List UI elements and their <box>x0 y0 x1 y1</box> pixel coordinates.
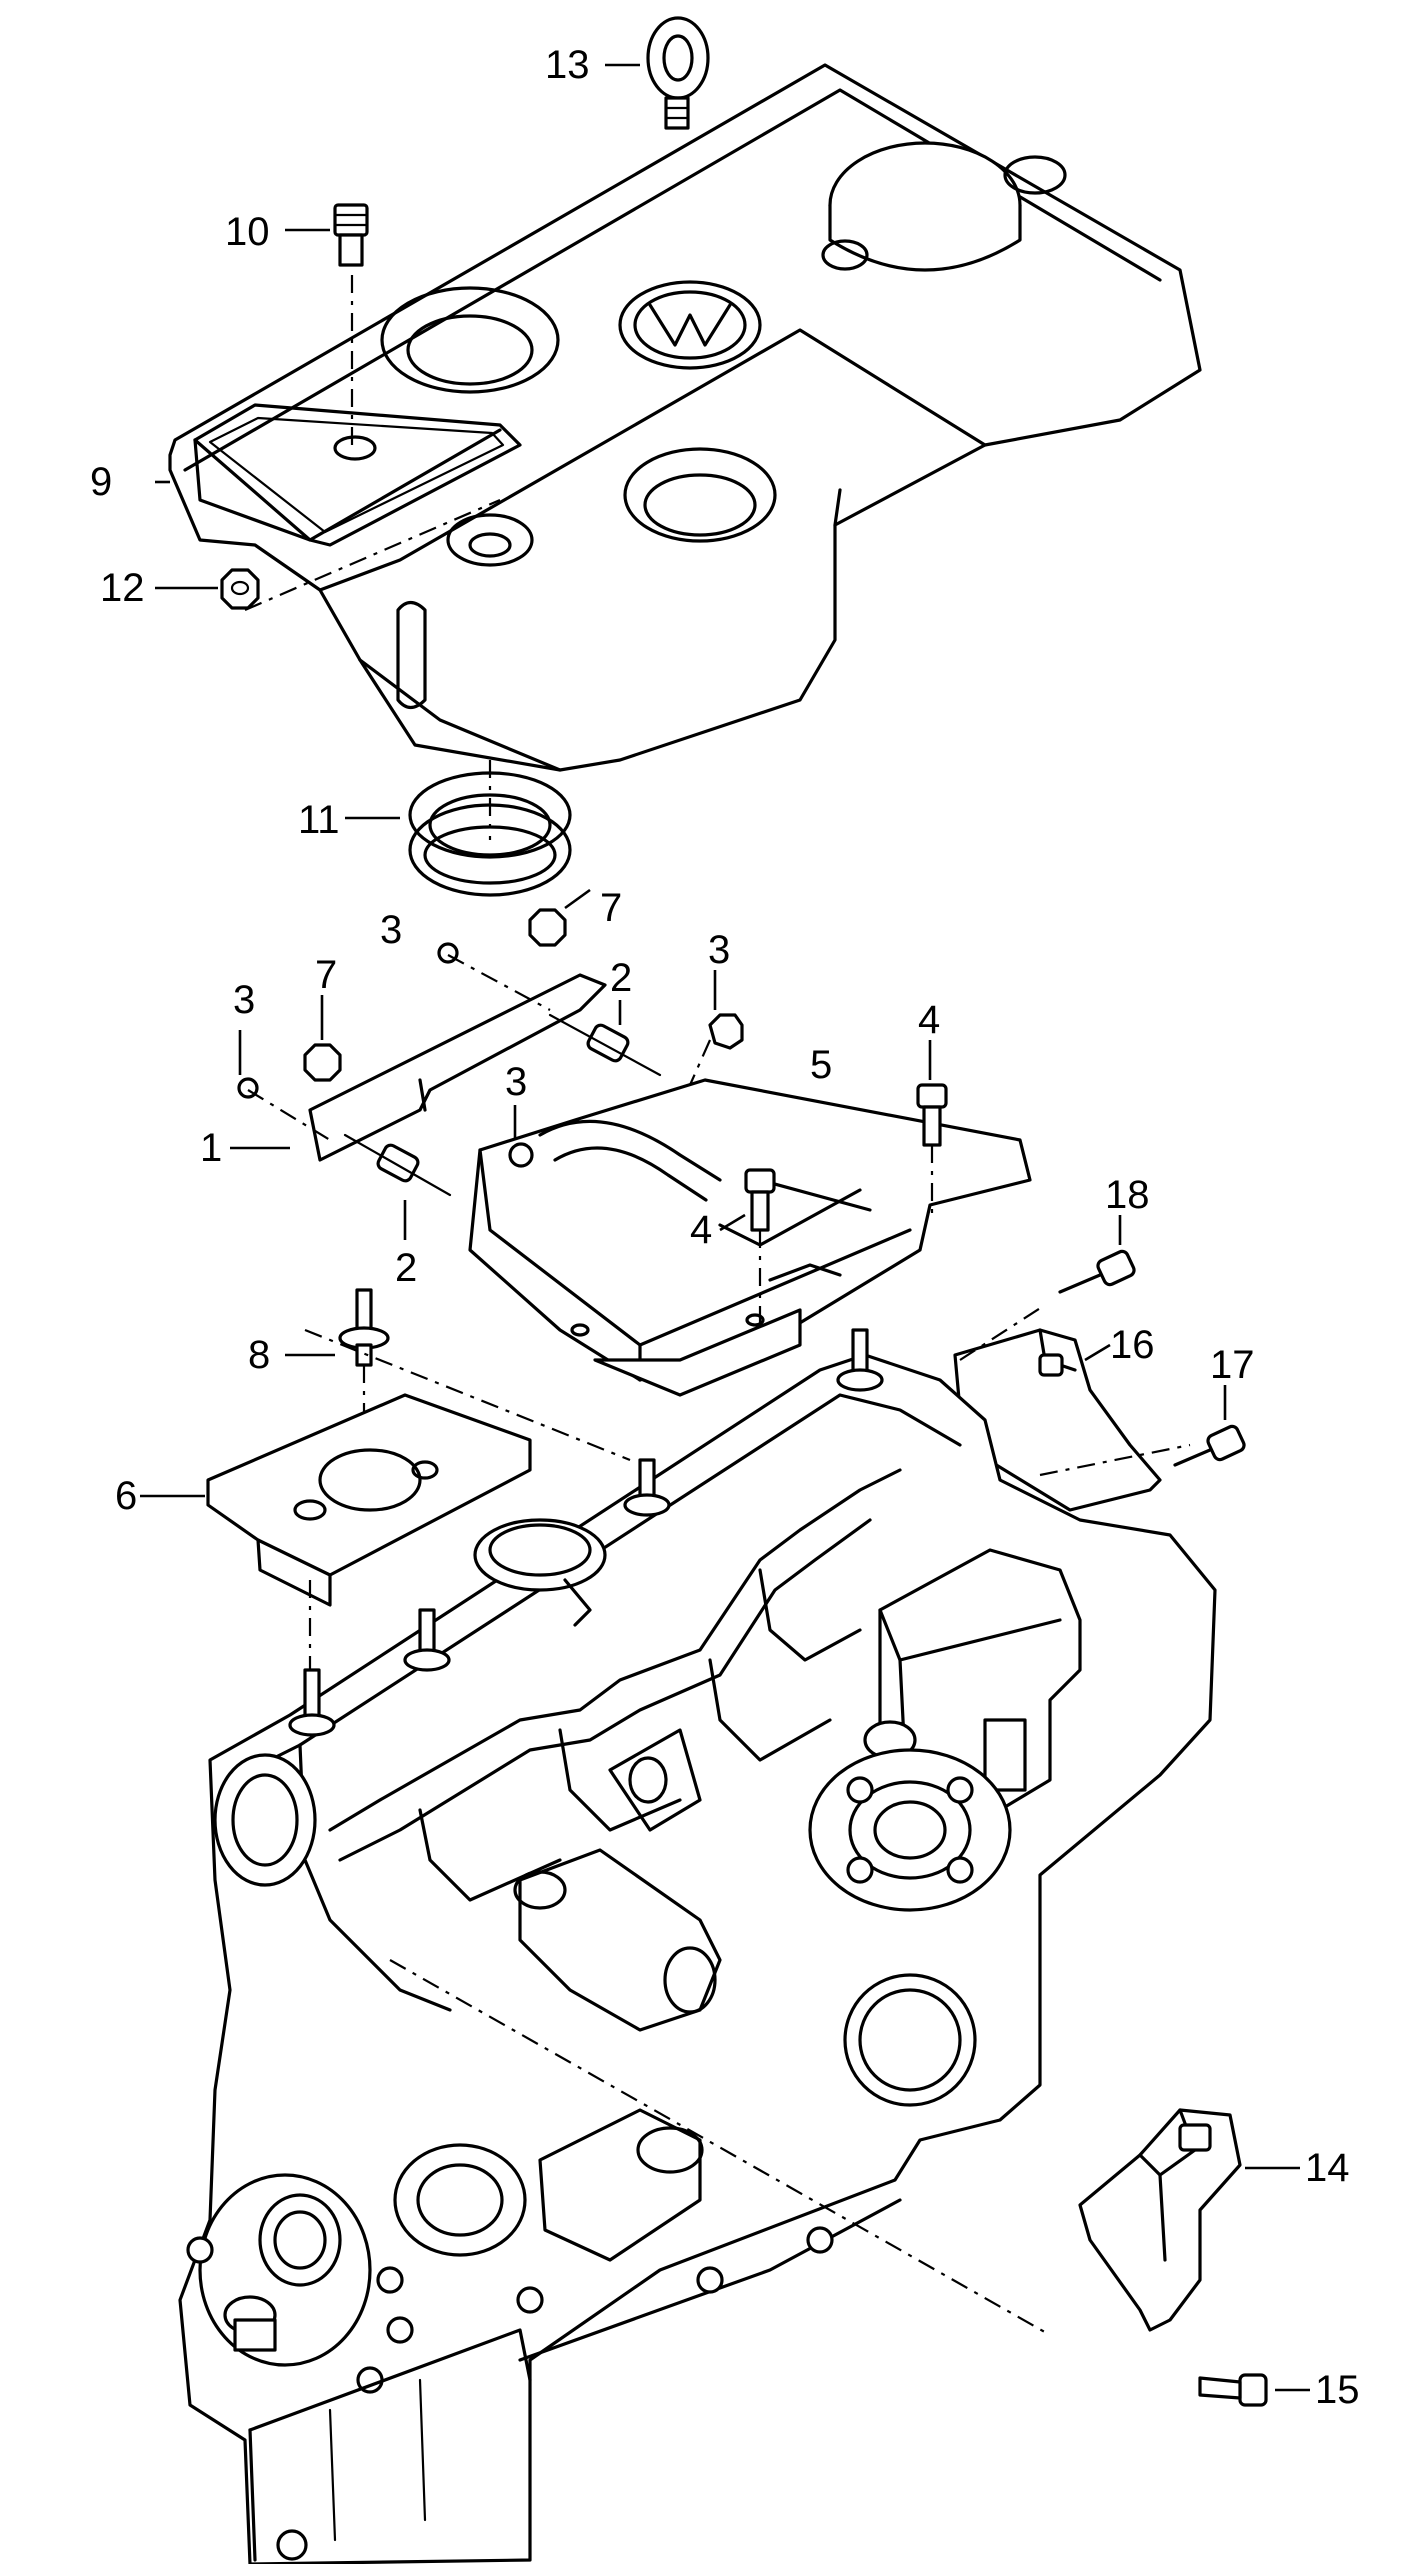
callout-3-left: 3 <box>233 978 256 1022</box>
callout-16: 16 <box>1110 1323 1155 1367</box>
callout-11: 11 <box>298 798 340 842</box>
callout-3-right: 3 <box>708 928 731 972</box>
callout-5: 5 <box>810 1043 833 1087</box>
part-1-plate <box>230 973 607 1162</box>
engine-block <box>178 1328 1217 2566</box>
part-2-mounts <box>343 1000 662 1240</box>
part-18-bolt <box>1058 1215 1136 1294</box>
callout-18: 18 <box>1105 1173 1150 1217</box>
hose <box>538 1119 722 1202</box>
part-12-nut <box>155 498 501 612</box>
callout-4-top: 4 <box>918 998 941 1042</box>
callout-14: 14 <box>1305 2146 1350 2190</box>
callout-3-mid: 3 <box>505 1060 528 1104</box>
callout-3-top: 3 <box>380 908 403 952</box>
part-17-bolt <box>1173 1385 1246 1467</box>
part-6-gasket <box>140 1393 532 1680</box>
callout-7-top: 7 <box>600 886 623 930</box>
callout-6: 6 <box>115 1474 138 1518</box>
callout-15: 15 <box>1315 2368 1360 2412</box>
callout-2-top: 2 <box>610 956 633 1000</box>
part-7-nuts <box>303 888 591 1082</box>
callout-13: 13 <box>545 43 590 87</box>
part-11-grommet <box>345 760 572 897</box>
part-10-bolt <box>285 203 369 450</box>
callout-17: 17 <box>1210 1343 1255 1387</box>
callout-1: 1 <box>200 1126 223 1170</box>
part-15-bolt <box>1198 2373 1310 2407</box>
callout-4-mid: 4 <box>690 1208 713 1252</box>
part-9-engine-cover <box>155 63 1202 772</box>
part-3-clips <box>237 942 744 1168</box>
callout-12: 12 <box>100 566 145 610</box>
callout-7-left: 7 <box>315 953 338 997</box>
part-5-bracket <box>468 1078 1032 1397</box>
part-8-stud <box>285 1288 390 1530</box>
callout-2-bottom: 2 <box>395 1246 418 1290</box>
part-4-bolts <box>719 1040 948 1330</box>
callout-10: 10 <box>225 210 270 254</box>
callout-8: 8 <box>248 1333 271 1377</box>
part-14-bracket <box>1078 2108 1300 2332</box>
part-13-lifting-eye <box>605 16 710 130</box>
callout-9: 9 <box>90 460 113 504</box>
